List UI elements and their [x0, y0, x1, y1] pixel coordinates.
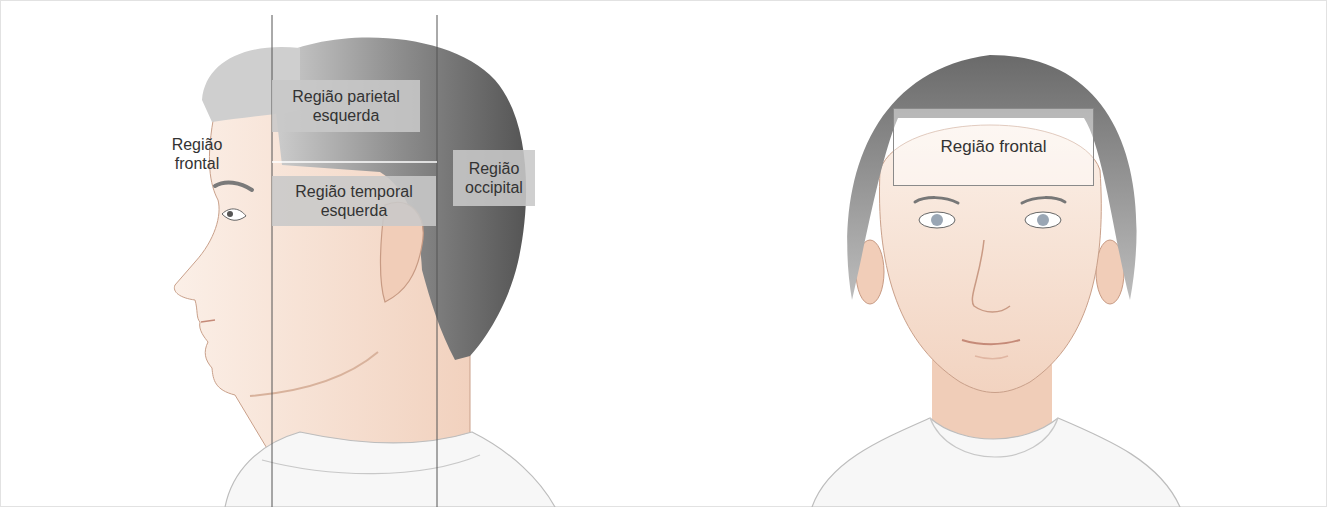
lips [201, 320, 215, 322]
region-name: Região frontal [941, 137, 1047, 157]
eyebrow [215, 183, 252, 190]
region-label: Região frontal [160, 135, 234, 173]
collar [262, 455, 480, 474]
collar [930, 418, 1058, 457]
region-label-box: Região occipital [453, 150, 535, 206]
eyebrow [915, 198, 958, 203]
eye [222, 209, 246, 220]
region-name: Região temporal esquerda [278, 182, 430, 220]
mouth [962, 340, 1020, 345]
shirt [225, 432, 555, 507]
eyebrow [1022, 198, 1065, 203]
region-name: Região occipital [459, 159, 529, 197]
nose [972, 240, 1010, 312]
region-name: Região parietal esquerda [278, 87, 414, 125]
lower-lip [975, 356, 1008, 359]
hair [847, 55, 1136, 300]
jaw-line [250, 352, 378, 396]
region-label-box: Região temporal esquerda [272, 176, 436, 226]
division-line [437, 15, 438, 507]
eye [919, 212, 955, 228]
division-line [272, 161, 437, 163]
pupil [227, 211, 233, 217]
eye [1025, 212, 1061, 228]
region-outline-box: Região frontal [893, 108, 1094, 186]
iris [931, 214, 943, 226]
shirt [812, 418, 1180, 507]
iris [1037, 214, 1049, 226]
region-label-box: Região parietal esquerda [272, 80, 420, 132]
